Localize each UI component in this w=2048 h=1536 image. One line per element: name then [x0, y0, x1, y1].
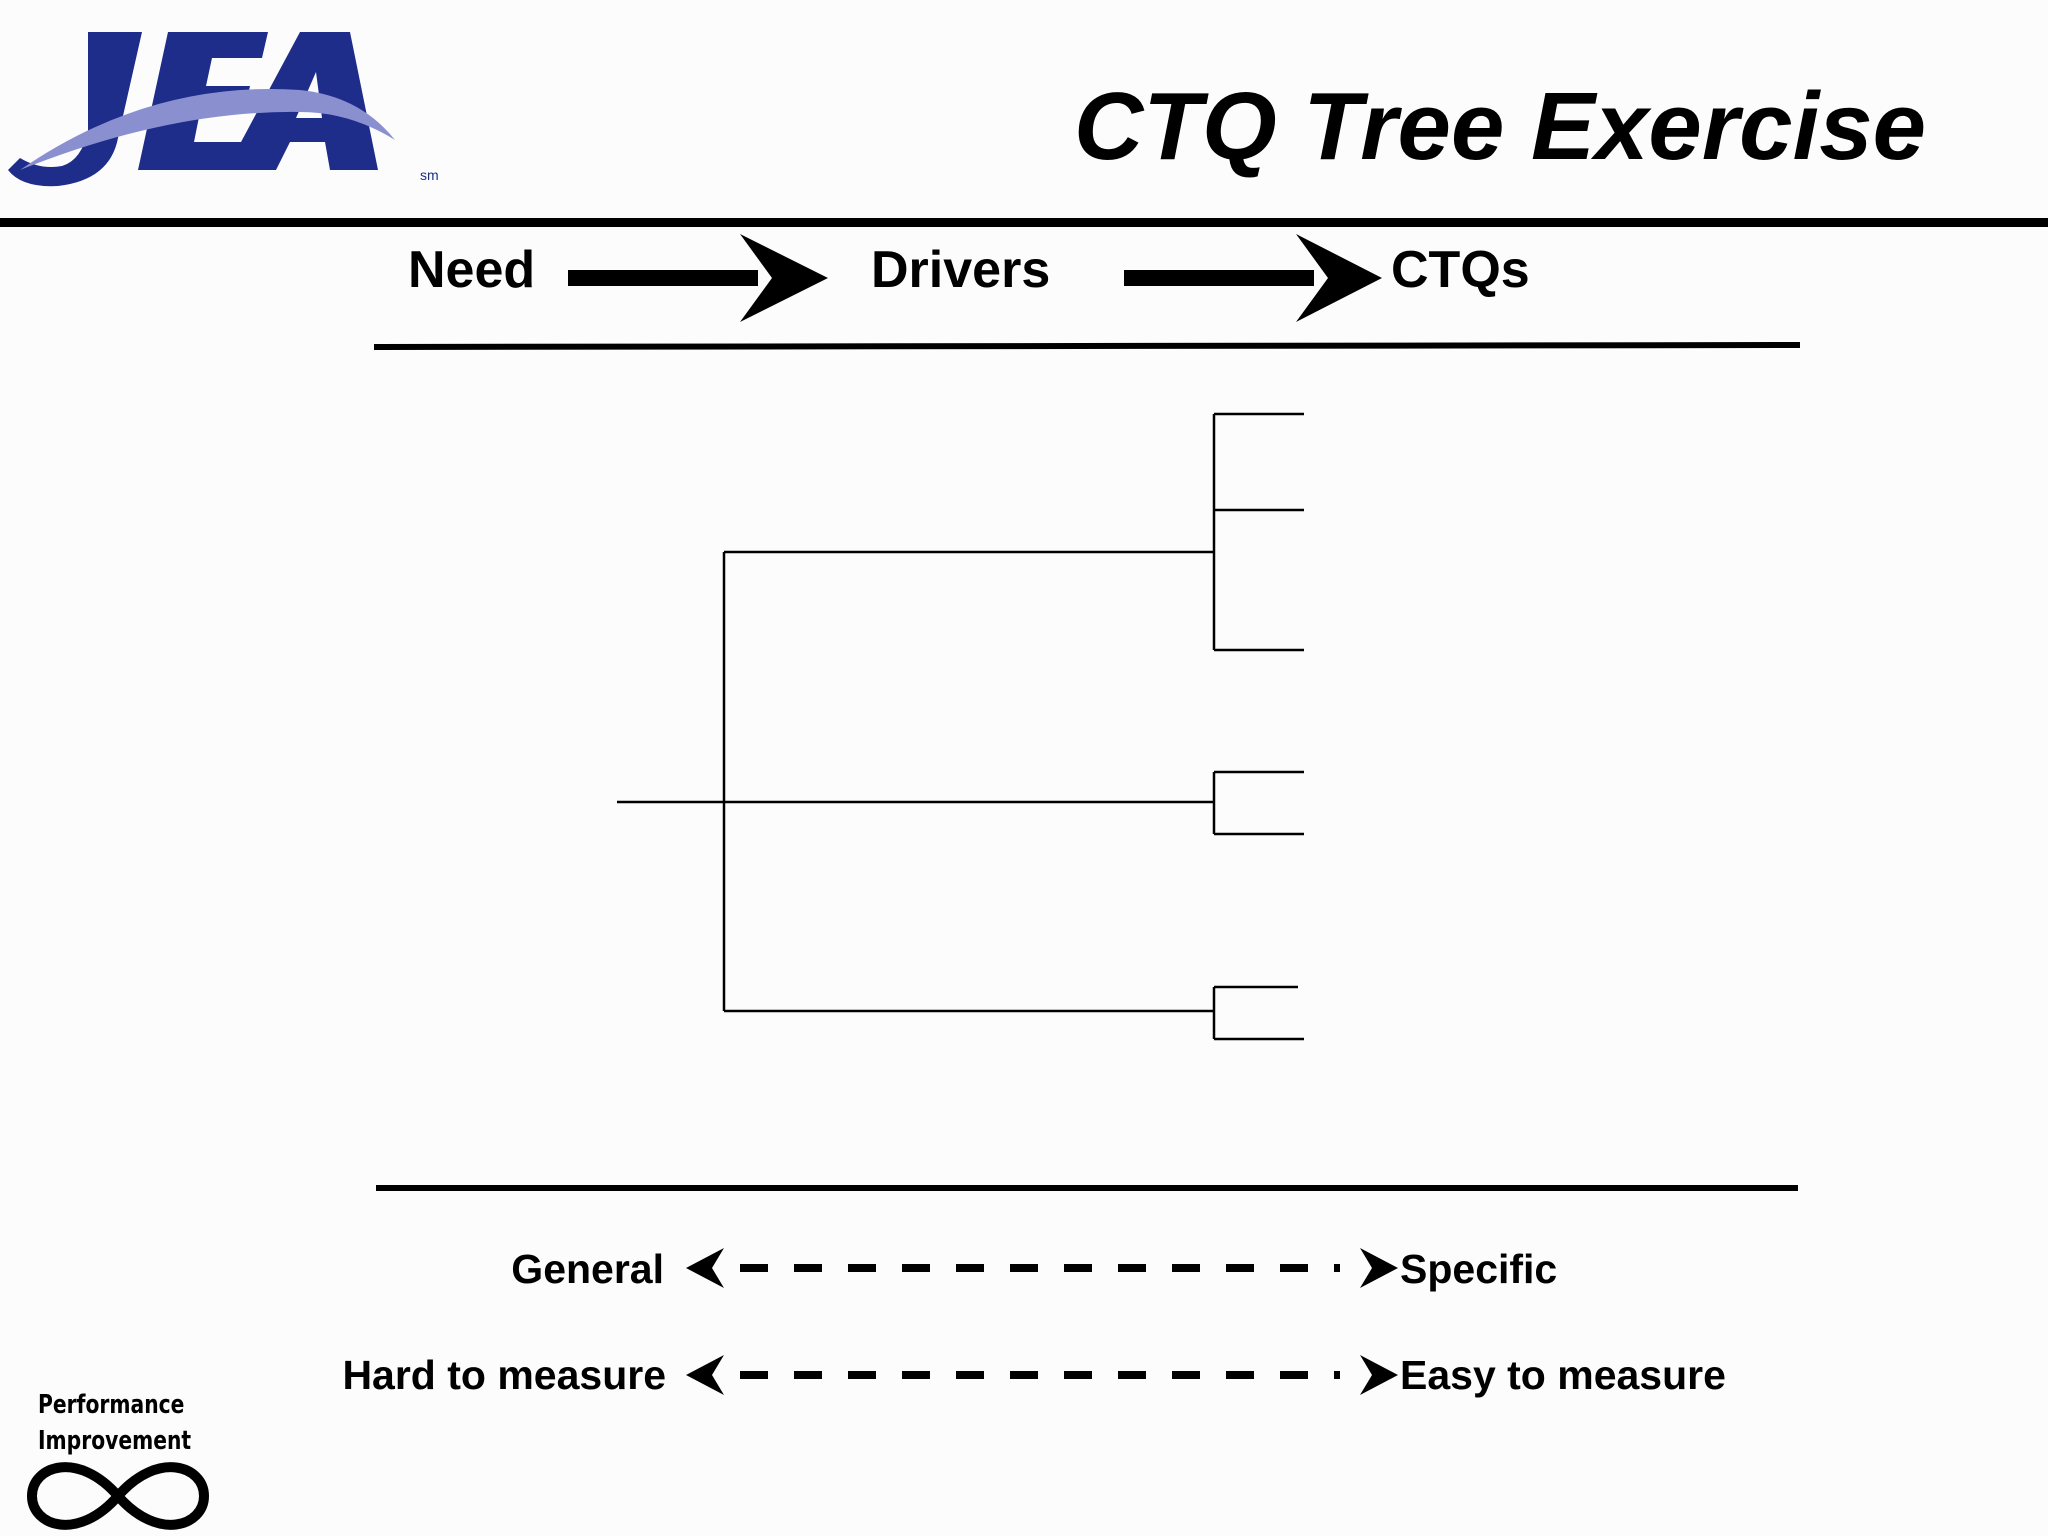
scale-right-specific: Specific — [1400, 1246, 1558, 1292]
logo-sm-mark: sm — [420, 167, 439, 183]
scale-left-hard-to-measure: Hard to measure — [342, 1352, 666, 1398]
scale-right-easy-to-measure: Easy to measure — [1400, 1352, 1726, 1398]
footer-logo-line2: Improvement — [38, 1426, 192, 1456]
stage-label-drivers: Drivers — [871, 241, 1051, 299]
top-separator-rule — [373, 342, 1801, 350]
logo-letter-j — [8, 32, 142, 187]
footer-logo-line1: Performance — [38, 1390, 185, 1420]
page-title: CTQ Tree Exercise — [1073, 73, 1927, 180]
jea-logo: sm — [8, 32, 439, 187]
scale-arrow-hard-easy — [686, 1355, 1398, 1395]
ctq-tree — [617, 412, 1304, 1041]
stage-label-ctqs: CTQs — [1391, 241, 1530, 299]
infinity-icon — [26, 1462, 210, 1530]
scale-arrow-general-specific — [686, 1248, 1398, 1288]
logo-swoosh — [20, 89, 395, 170]
arrow-drivers-to-ctqs — [1124, 234, 1382, 322]
header-rule — [0, 218, 2048, 227]
arrow-need-to-drivers — [568, 234, 828, 322]
stage-label-need: Need — [408, 241, 536, 299]
scale-left-general: General — [511, 1246, 664, 1292]
